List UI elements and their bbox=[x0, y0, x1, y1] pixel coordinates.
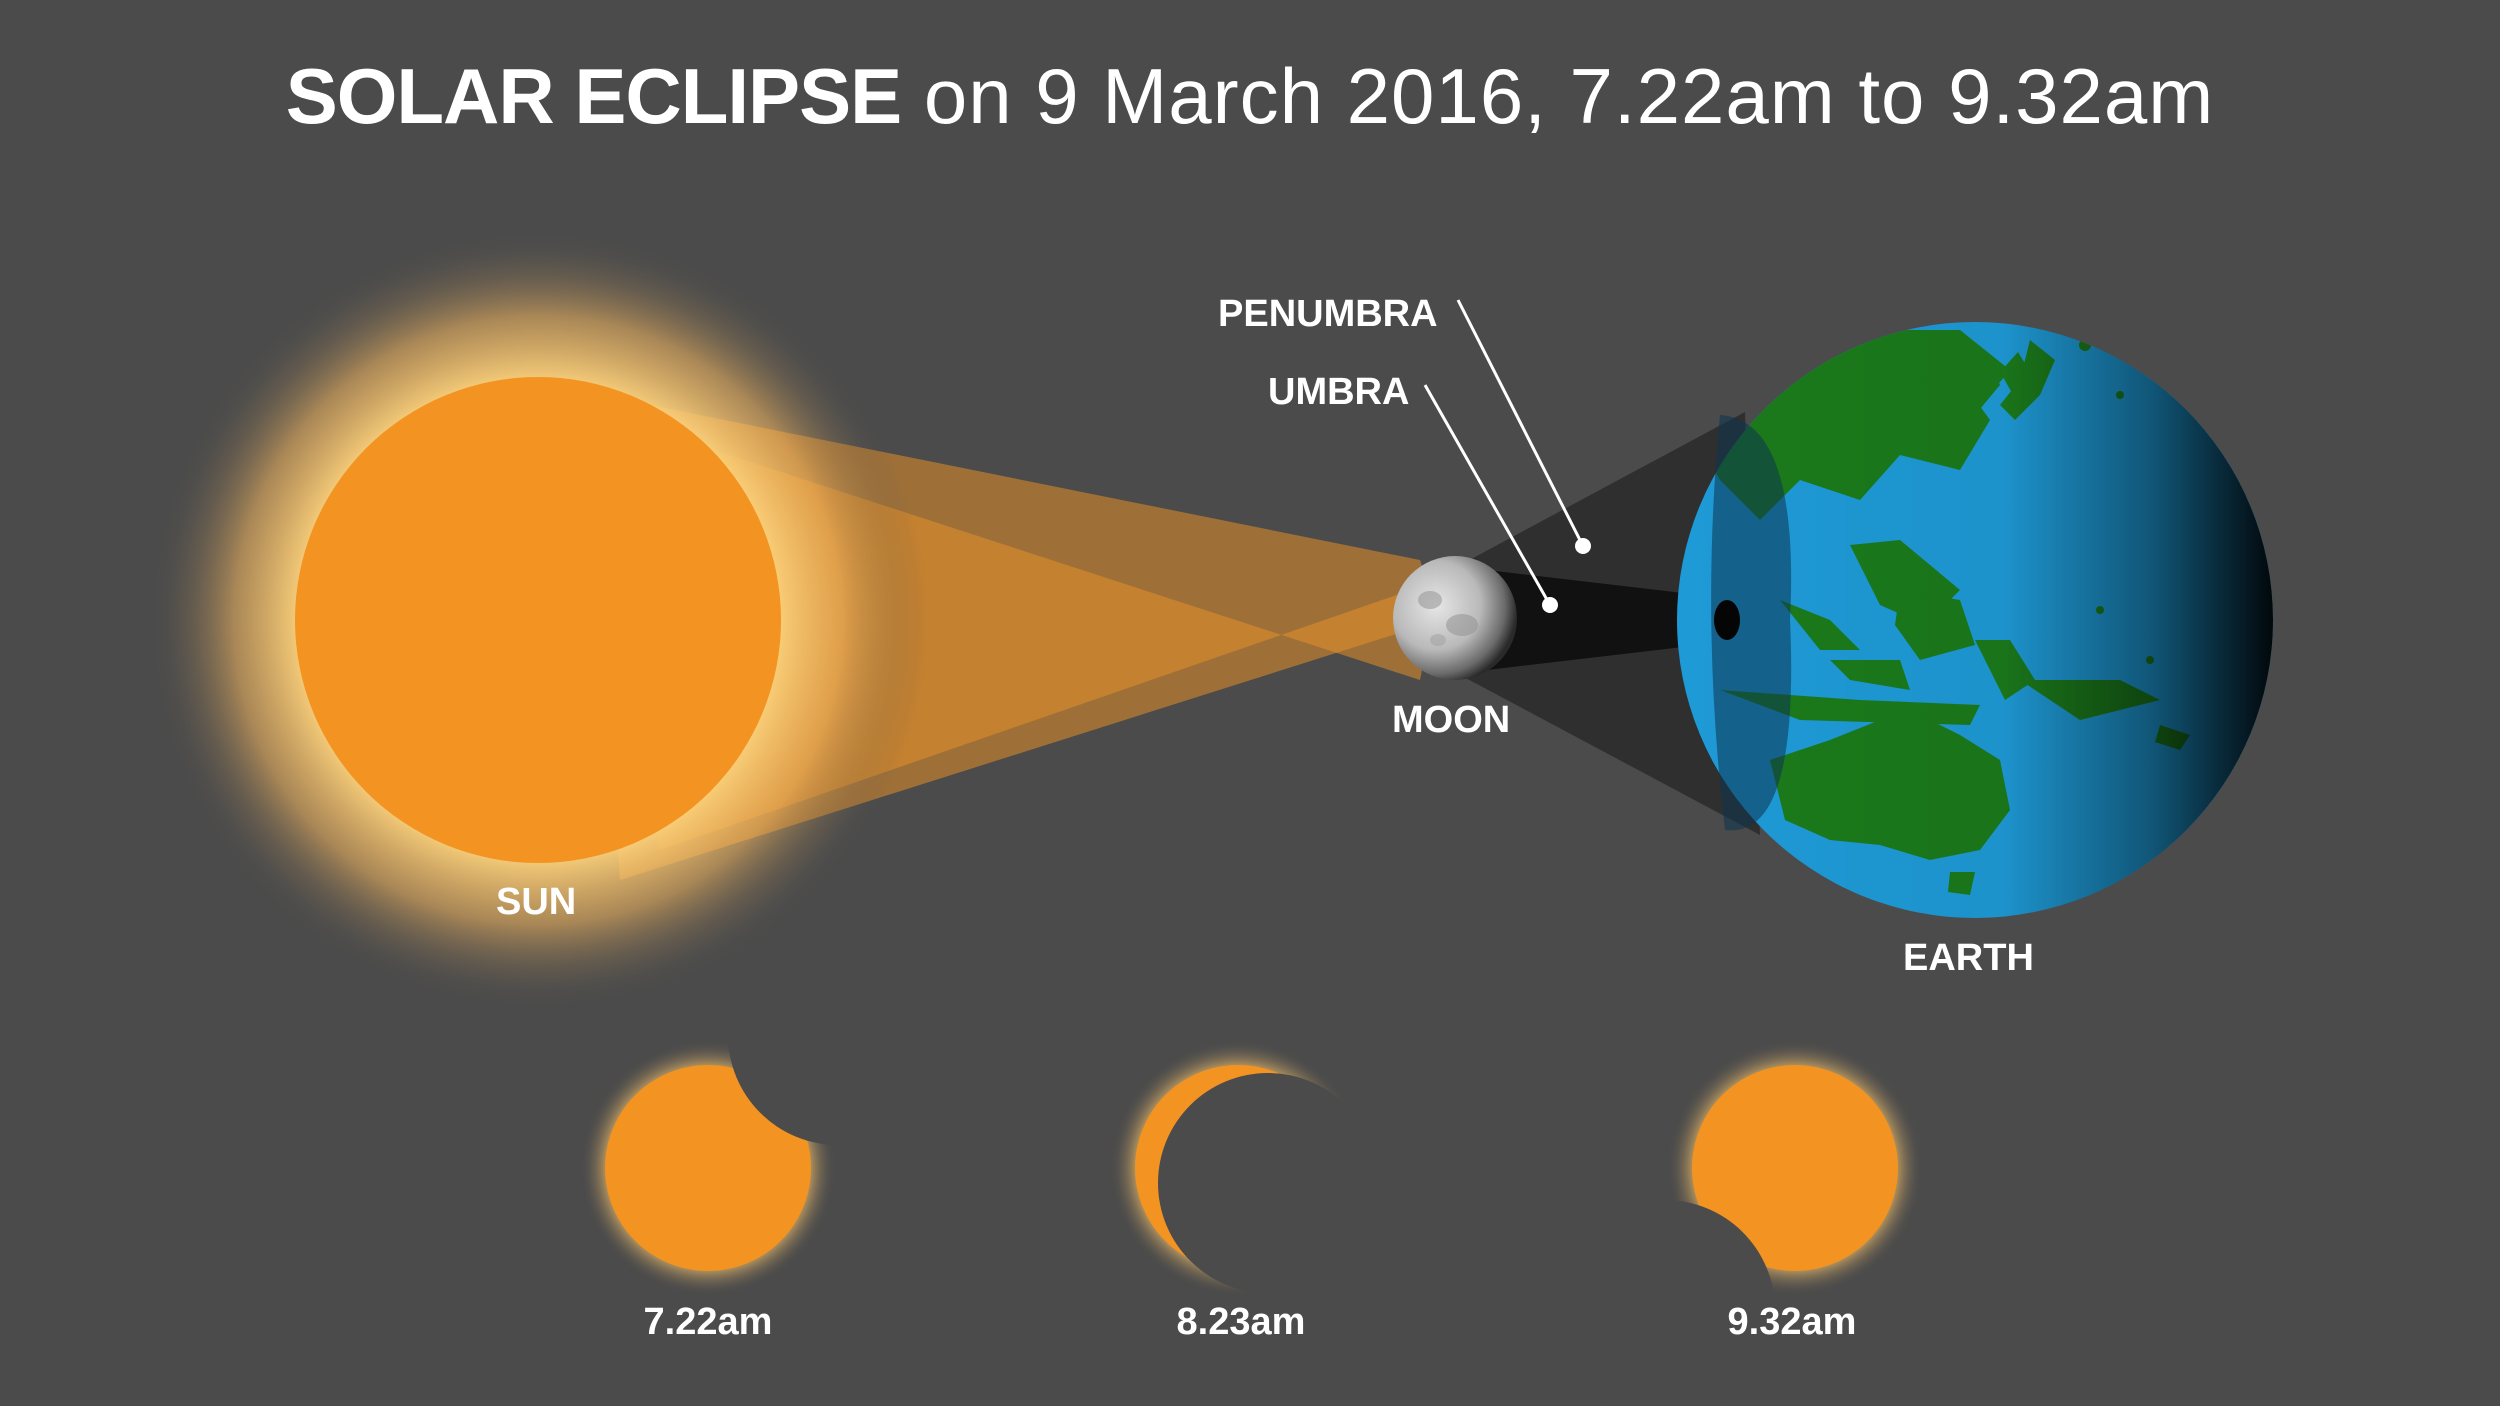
penumbra-dot bbox=[1575, 538, 1591, 554]
moon-disc-3 bbox=[1555, 1200, 1775, 1406]
title-bold: SOLAR ECLIPSE bbox=[285, 52, 902, 140]
phase-2-eclipse bbox=[1110, 1040, 1378, 1296]
umbra-dot bbox=[1542, 597, 1558, 613]
leader-lines bbox=[1423, 299, 1585, 606]
sun-label: SUN bbox=[496, 881, 577, 923]
umbra-region bbox=[1470, 568, 1725, 672]
umbra-spot bbox=[1714, 600, 1740, 640]
title-rest: on 9 March 2016, 7.22am to 9.32am bbox=[923, 52, 2215, 140]
sun bbox=[148, 230, 928, 1010]
phase-1-eclipse bbox=[580, 925, 948, 1296]
phase-1-time: 7.22am bbox=[643, 1301, 773, 1343]
earth-shadow-band bbox=[1711, 415, 1792, 831]
sun-disc bbox=[295, 377, 781, 863]
umbra-leader bbox=[1423, 384, 1552, 606]
phase-3-time: 9.32am bbox=[1727, 1301, 1857, 1343]
earth bbox=[1677, 322, 2273, 918]
page-title: SOLAR ECLIPSE on 9 March 2016, 7.22am to… bbox=[0, 48, 2500, 144]
penumbra-leader bbox=[1456, 299, 1585, 547]
moon-disc-1 bbox=[728, 925, 948, 1145]
earth-label: EARTH bbox=[1903, 937, 2034, 979]
penumbra-label: PENUMBRA bbox=[1218, 293, 1438, 335]
moon-label: MOON bbox=[1392, 699, 1511, 741]
phase-3-eclipse bbox=[1555, 1040, 1923, 1406]
moon-disc-2 bbox=[1158, 1073, 1378, 1293]
moon bbox=[1393, 556, 1517, 680]
phase-2-time: 8.23am bbox=[1176, 1301, 1306, 1343]
umbra-label: UMBRA bbox=[1268, 371, 1410, 413]
